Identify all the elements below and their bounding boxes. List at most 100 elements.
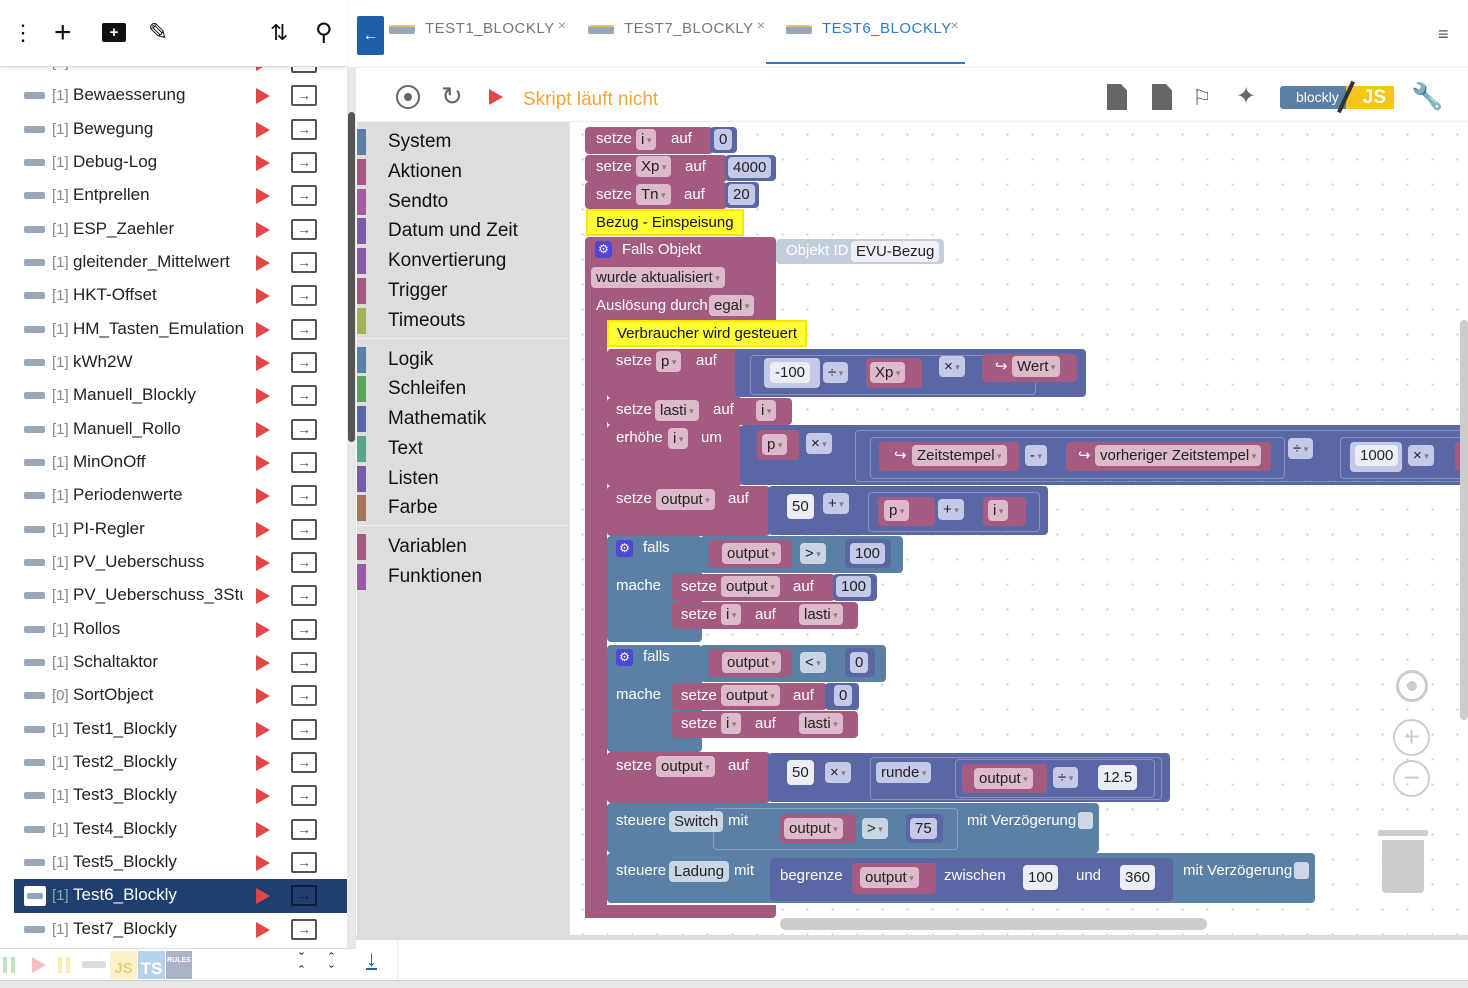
variable-dropdown[interactable]: Xp bbox=[870, 362, 906, 383]
zoom-out-icon[interactable]: − bbox=[1393, 760, 1430, 797]
variable-dropdown[interactable]: output bbox=[656, 489, 715, 510]
script-item[interactable]: [0]SortObject→ bbox=[0, 679, 347, 712]
js-filter[interactable]: JS bbox=[110, 951, 137, 979]
script-item[interactable]: [1]Test4_Blockly→ bbox=[0, 813, 347, 846]
add-script-icon[interactable]: + bbox=[54, 16, 72, 49]
locate-icon[interactable] bbox=[396, 85, 420, 109]
number-field[interactable]: 75 bbox=[910, 818, 937, 839]
script-item[interactable]: [1]Manuell_Rollo→ bbox=[0, 413, 347, 446]
ts-filter[interactable]: TS bbox=[138, 951, 165, 979]
run-script-icon[interactable] bbox=[256, 788, 270, 805]
play-filter-icon[interactable] bbox=[32, 957, 46, 973]
open-script-icon[interactable]: → bbox=[291, 285, 317, 307]
variable-dropdown[interactable]: output bbox=[784, 818, 843, 839]
reload-icon[interactable]: ↻ bbox=[441, 81, 463, 111]
variable-dropdown[interactable]: Xp bbox=[636, 156, 672, 177]
variable-dropdown[interactable]: lasti bbox=[655, 400, 699, 421]
math-arithmetic-block[interactable] bbox=[870, 437, 1285, 479]
open-script-icon[interactable]: → bbox=[291, 485, 317, 507]
delay-checkbox[interactable] bbox=[1294, 862, 1309, 879]
operator-dropdown[interactable]: ÷ bbox=[1053, 767, 1079, 788]
variable-dropdown[interactable]: output bbox=[721, 576, 780, 597]
toggle-blockly[interactable]: blockly bbox=[1280, 86, 1348, 109]
operator-dropdown[interactable]: × bbox=[1408, 445, 1434, 466]
script-item[interactable]: [1]Test6_Blockly→ bbox=[14, 879, 347, 913]
script-item[interactable]: [1]PV_Ueberschuss→ bbox=[0, 546, 347, 579]
run-script-icon[interactable] bbox=[256, 254, 270, 271]
category-funktionen[interactable]: Funktionen bbox=[357, 564, 570, 590]
script-item[interactable]: [1]PV_Ueberschuss_3Stufen→ bbox=[0, 579, 347, 612]
sparkle-icon[interactable]: ✦ bbox=[1236, 83, 1257, 110]
run-script-icon[interactable] bbox=[256, 321, 270, 338]
run-script-icon[interactable] bbox=[256, 221, 270, 238]
open-script-icon[interactable]: → bbox=[291, 851, 317, 873]
script-item[interactable]: [1]PI-Regler→ bbox=[0, 513, 347, 546]
workspace-horizontal-scrollbar[interactable] bbox=[780, 918, 1207, 930]
operator-dropdown[interactable]: + bbox=[823, 493, 849, 514]
local-variable-dropdown[interactable]: vorheriger Zeitstempel bbox=[1095, 445, 1262, 466]
open-script-icon[interactable]: → bbox=[291, 451, 317, 473]
math-arithmetic-block[interactable] bbox=[955, 759, 1155, 798]
operator-dropdown[interactable]: < bbox=[800, 652, 826, 673]
script-item[interactable]: [1]gleitender_Mittelwert→ bbox=[0, 246, 347, 279]
run-script-icon[interactable] bbox=[256, 354, 270, 371]
script-item[interactable]: [1]MinOnOff→ bbox=[0, 446, 347, 479]
variable-dropdown[interactable]: i bbox=[668, 428, 689, 449]
open-script-icon[interactable]: → bbox=[291, 818, 317, 840]
category-text[interactable]: Text bbox=[357, 436, 570, 462]
wrench-icon[interactable]: 🔧 bbox=[1411, 81, 1444, 111]
run-script-icon[interactable] bbox=[256, 188, 270, 205]
run-script-icon[interactable] bbox=[256, 454, 270, 471]
operator-dropdown[interactable]: + bbox=[938, 499, 964, 520]
number-field[interactable]: -100 bbox=[770, 362, 811, 383]
round-block[interactable] bbox=[870, 757, 1162, 800]
object-id-field[interactable]: EVU-Bezug bbox=[851, 241, 940, 262]
close-icon[interactable]: × bbox=[756, 17, 766, 33]
recenter-icon[interactable] bbox=[1396, 670, 1428, 702]
operator-dropdown[interactable]: ÷ bbox=[823, 362, 849, 383]
open-script-icon[interactable]: → bbox=[291, 218, 317, 240]
math-arithmetic-block[interactable] bbox=[855, 430, 1468, 482]
script-item[interactable]: [1]Test2_Blockly→ bbox=[0, 746, 347, 779]
run-script-icon[interactable] bbox=[256, 521, 270, 538]
script-item[interactable]: [1]Periodenwerte→ bbox=[0, 479, 347, 512]
open-script-icon[interactable]: → bbox=[291, 918, 317, 940]
operator-dropdown[interactable]: > bbox=[862, 818, 888, 839]
number-field[interactable]: 20 bbox=[728, 184, 755, 205]
local-variable-dropdown[interactable]: Zeitstempel bbox=[912, 445, 1007, 466]
run-script-icon[interactable] bbox=[256, 621, 270, 638]
open-script-icon[interactable]: → bbox=[291, 318, 317, 340]
category-datum-und-zeit[interactable]: Datum und Zeit bbox=[357, 218, 570, 244]
number-field[interactable]: 360 bbox=[1120, 865, 1156, 890]
script-item[interactable]: [1]kWh2W→ bbox=[0, 346, 347, 379]
script-item[interactable]: [1]HKT-Offset→ bbox=[0, 279, 347, 312]
run-script-icon[interactable] bbox=[256, 421, 270, 438]
open-script-icon[interactable]: → bbox=[291, 67, 317, 73]
run-script-icon[interactable] bbox=[256, 588, 270, 605]
open-script-icon[interactable]: → bbox=[291, 785, 317, 807]
event-dropdown[interactable]: wurde aktualisiert bbox=[591, 267, 725, 288]
script-item[interactable]: [1]HM_Tasten_Emulation→ bbox=[0, 313, 347, 346]
back-icon[interactable]: ← bbox=[357, 16, 384, 55]
open-script-icon[interactable]: → bbox=[291, 585, 317, 607]
open-script-icon[interactable]: → bbox=[291, 885, 317, 907]
script-item[interactable]: [1]ESP_Zaehler→ bbox=[0, 213, 347, 246]
delay-checkbox[interactable] bbox=[1078, 812, 1093, 829]
variable-dropdown[interactable]: i bbox=[756, 400, 777, 421]
run-script-icon[interactable] bbox=[256, 821, 270, 838]
close-icon[interactable]: × bbox=[950, 17, 959, 33]
run-script-icon[interactable] bbox=[256, 121, 270, 138]
blockly-filter-icon[interactable] bbox=[82, 961, 106, 968]
run-script-icon[interactable] bbox=[256, 721, 270, 738]
script-item[interactable]: [1]Rollos→ bbox=[0, 613, 347, 646]
variable-dropdown[interactable]: p bbox=[762, 434, 788, 455]
variable-dropdown[interactable]: output bbox=[722, 543, 781, 564]
open-script-icon[interactable]: → bbox=[291, 85, 317, 107]
gear-icon[interactable]: ⚙ bbox=[616, 540, 633, 557]
toggle-js[interactable]: JS bbox=[1346, 86, 1394, 109]
open-script-icon[interactable]: → bbox=[291, 518, 317, 540]
more-menu-icon[interactable]: ⋮ bbox=[12, 20, 34, 45]
operator-dropdown[interactable]: × bbox=[825, 762, 851, 783]
